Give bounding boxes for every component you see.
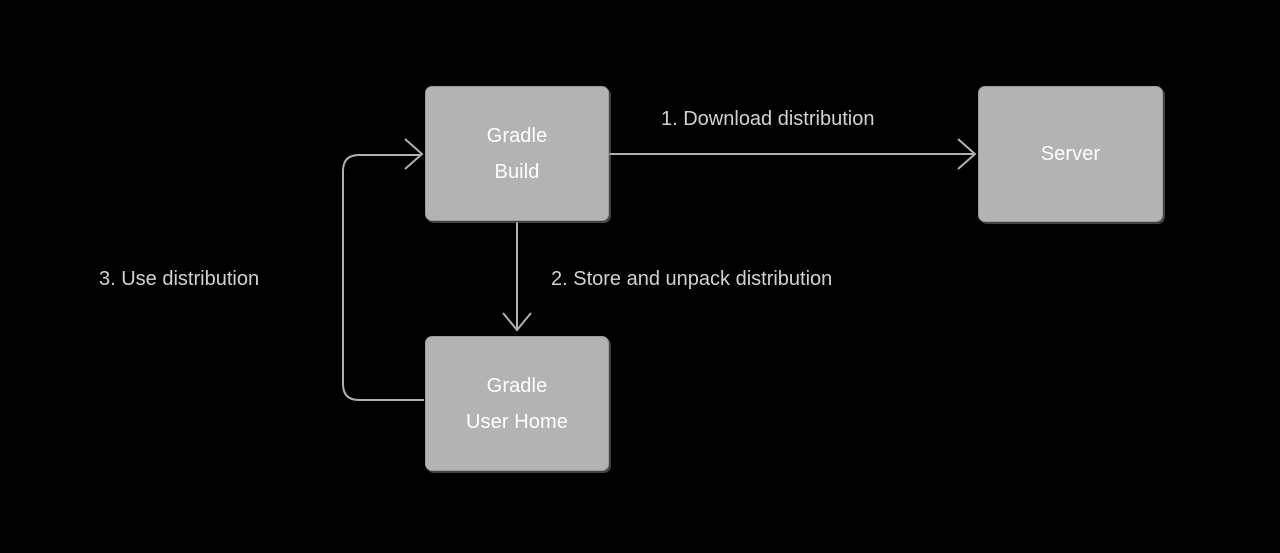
arrowhead-right-icon: [957, 138, 977, 170]
node-gradle-user-home-line-1: Gradle: [486, 374, 548, 397]
arrowhead-right-icon: [404, 138, 424, 170]
edge-label-store-unpack-distribution: 2. Store and unpack distribution: [551, 268, 833, 290]
edge-store-unpack-distribution: [502, 222, 532, 332]
node-server-line-1: Server: [1040, 143, 1101, 165]
edge-use-path: [342, 154, 424, 401]
arrowhead-down-icon: [502, 312, 532, 332]
edge-use-distribution: [342, 138, 424, 401]
node-gradle-user-home[interactable]: Gradle User Home: [425, 336, 609, 471]
edge-label-download-distribution: 1. Download distribution: [661, 108, 875, 130]
edge-download-distribution: [609, 138, 977, 170]
node-gradle-build[interactable]: Gradle Build: [425, 86, 609, 221]
node-gradle-build-line-1: Gradle: [486, 124, 548, 147]
edge-label-use-distribution: 3. Use distribution: [99, 268, 260, 290]
node-server[interactable]: Server: [978, 86, 1163, 222]
node-gradle-user-home-line-2: User Home: [465, 410, 569, 433]
node-gradle-build-line-2: Build: [494, 160, 540, 183]
